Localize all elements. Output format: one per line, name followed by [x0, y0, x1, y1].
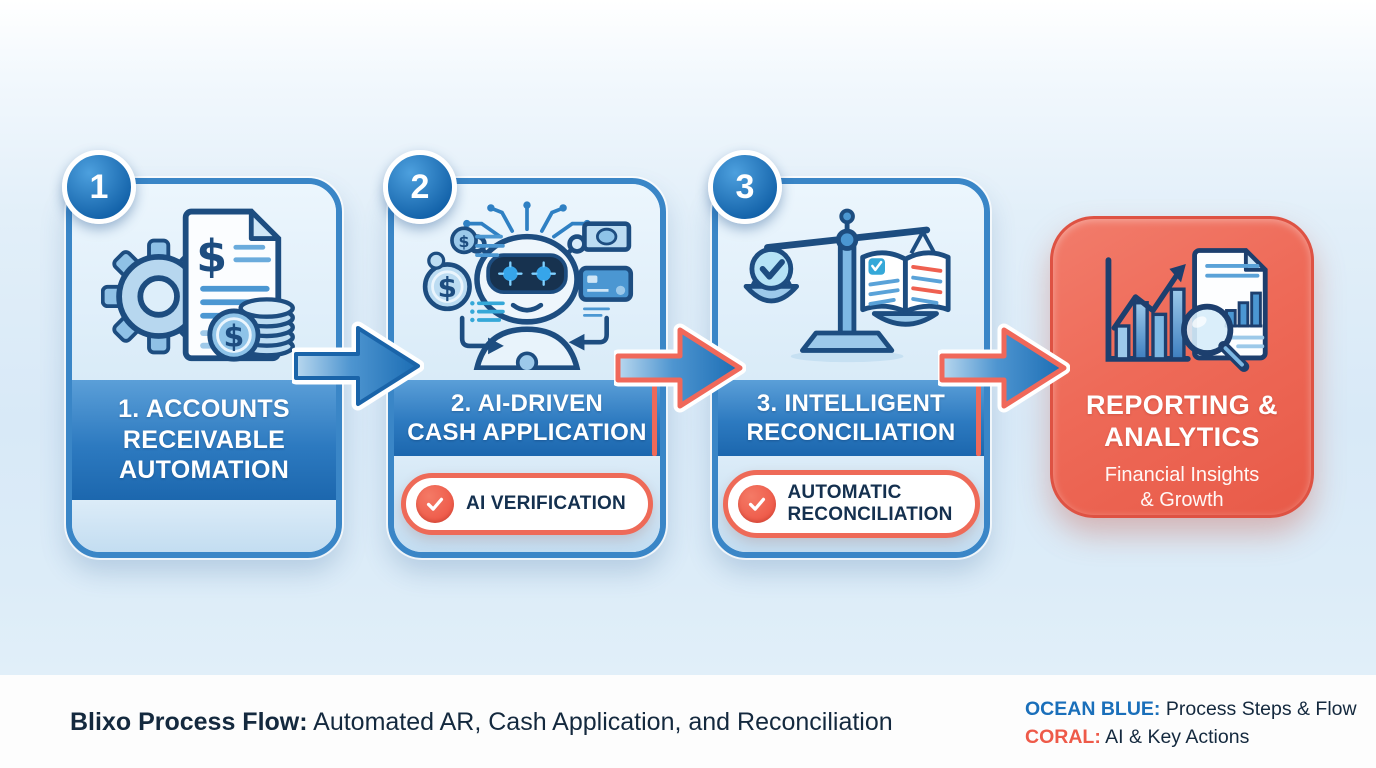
footer-bar: Blixo Process Flow: Automated AR, Cash A… [0, 675, 1376, 768]
svg-text:$: $ [459, 232, 470, 251]
step-3-footer: AUTOMATIC RECONCILIATION [718, 456, 984, 552]
step-1-label: 1. ACCOUNTS RECEIVABLE AUTOMATION [72, 380, 336, 500]
tag-label: AI VERIFICATION [466, 492, 626, 514]
step-3-label: 3. INTELLIGENT RECONCILIATION [718, 380, 984, 456]
step-3-label-line: RECONCILIATION [746, 419, 956, 446]
footer-title-label: Blixo Process Flow: [70, 708, 308, 736]
color-legend: OCEAN BLUE: Process Steps & Flow CORAL: … [1025, 695, 1357, 751]
step-2-label-line: 2. AI-DRIVEN [450, 389, 604, 417]
coral-accent-line [652, 384, 657, 456]
arrow-right-icon [292, 321, 424, 411]
svg-text:$: $ [196, 231, 227, 282]
check-circle-icon [737, 485, 776, 523]
step-2-label: 2. AI-DRIVEN CASH APPLICATION [394, 380, 660, 456]
coral-accent-line [976, 384, 981, 456]
arrow-right-icon [614, 323, 746, 413]
balance-scale-ledger-icon [743, 208, 951, 363]
ai-verification-tag: AI VERIFICATION [401, 473, 653, 535]
step-2-number-badge: 2 [383, 150, 457, 224]
step-3-icon-area [718, 184, 984, 380]
svg-text:$: $ [438, 271, 457, 304]
step-2-icon-area: $ $ [394, 184, 660, 380]
step-card-2: $ $ [388, 178, 666, 558]
step-1-label-line: AUTOMATION [118, 456, 290, 485]
step-2-footer: AI VERIFICATION [394, 456, 660, 552]
step-card-3: 3. INTELLIGENT RECONCILIATION AUTOMATIC … [712, 178, 990, 558]
result-icon-area [1084, 235, 1280, 390]
step-3-label-line: 3. INTELLIGENT [756, 389, 946, 417]
legend-item-ocean-blue: OCEAN BLUE: Process Steps & Flow [1025, 698, 1357, 720]
automatic-reconciliation-tag: AUTOMATIC RECONCILIATION [722, 469, 980, 539]
step-1-footer [72, 500, 336, 552]
ai-robot-payments-icon: $ $ [422, 201, 634, 370]
tag-label: AUTOMATIC RECONCILIATION [787, 481, 953, 525]
footer-title: Blixo Process Flow: Automated AR, Cash A… [70, 708, 893, 737]
step-3-number-badge: 3 [708, 150, 782, 224]
analytics-report-magnifier-icon [1105, 248, 1268, 372]
reporting-analytics-card: REPORTING & ANALYTICS Financial Insights… [1050, 216, 1314, 518]
result-subtitle: Financial Insights & Growth [1104, 463, 1260, 511]
result-title: REPORTING & ANALYTICS [1086, 390, 1278, 452]
arrow-right-icon [938, 323, 1070, 413]
footer-title-text: Automated AR, Cash Application, and Reco… [313, 708, 893, 736]
step-1-number-badge: 1 [62, 150, 136, 224]
svg-text:$: $ [223, 320, 244, 355]
step-2-label-line: CASH APPLICATION [407, 419, 647, 446]
gear-invoice-coins-icon: $ $ [101, 208, 295, 362]
step-1-label-line: 1. ACCOUNTS [118, 395, 290, 424]
check-circle-icon [416, 485, 455, 523]
step-card-1: $ $ 1. ACCOUN [66, 178, 342, 558]
step-1-label-line: RECEIVABLE [122, 425, 286, 454]
legend-item-coral: CORAL: AI & Key Actions [1025, 726, 1250, 748]
